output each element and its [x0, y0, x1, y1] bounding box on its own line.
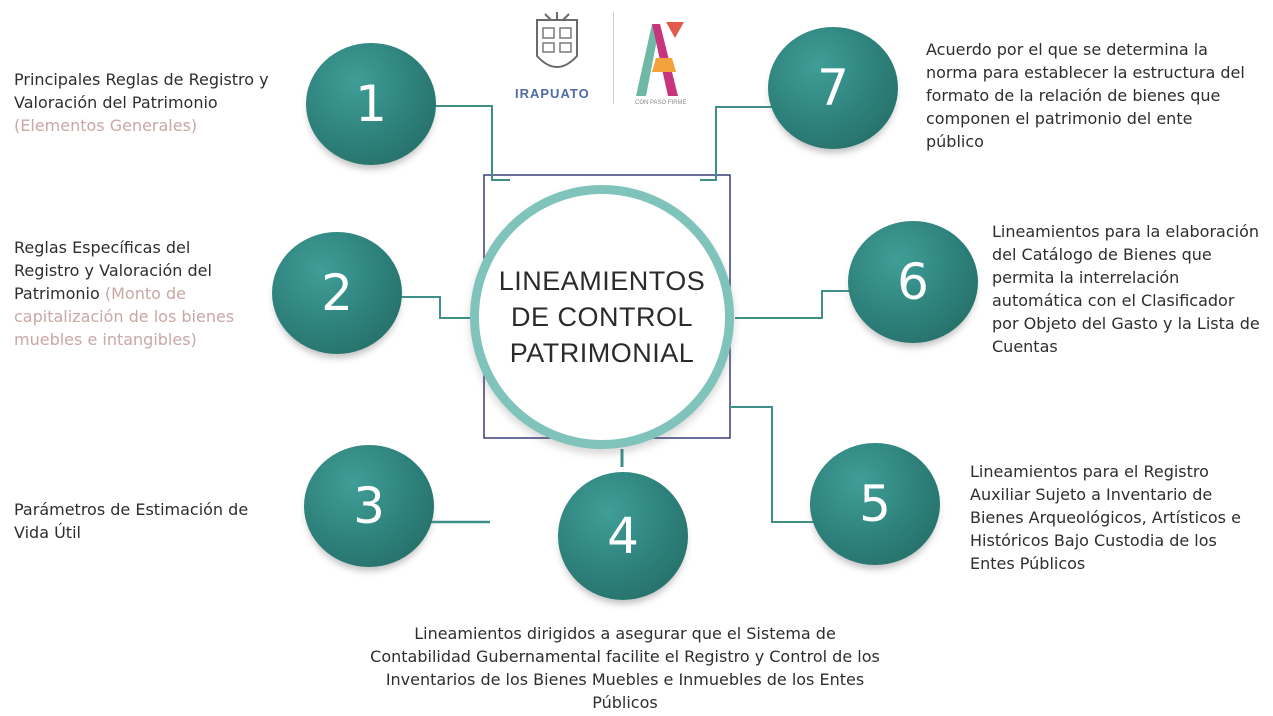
node-1-note: (Elementos Generales)	[14, 116, 198, 135]
irapuato-logo-text: IRAPUATO	[515, 86, 590, 101]
node-7: 7	[768, 27, 898, 149]
connector-7	[700, 106, 782, 181]
node-2: 2	[272, 232, 402, 354]
connector-6	[735, 290, 858, 319]
node-7-label: Acuerdo por el que se determina la norma…	[926, 40, 1245, 151]
node-2-label: Reglas Específicas del Registro y Valora…	[14, 236, 250, 351]
coat-of-arms-icon	[536, 12, 578, 68]
node-2-note: (Monto de capitalización de los bienes m…	[14, 284, 235, 349]
center-circle: LINEAMIENTOS DE CONTROL PATRIMONIAL	[470, 185, 734, 449]
node-6-label: Lineamientos para la elaboración del Cat…	[992, 222, 1260, 356]
logo-divider	[613, 12, 614, 104]
con-paso-firme-text: CON PASO FIRME	[635, 100, 687, 106]
node-6: 6	[848, 221, 978, 343]
center-title-line-2: DE CONTROL	[510, 302, 694, 332]
connector-5	[730, 406, 820, 523]
node-1-text: Principales Reglas de Registro y Valorac…	[14, 70, 269, 112]
node-5: 5	[810, 443, 940, 565]
connector-1	[428, 105, 510, 181]
node-2-text: Reglas Específicas del Registro y Valora…	[14, 238, 212, 303]
center-title-line-3: PATRIMONIAL	[509, 338, 695, 368]
header-logos: IRAPUATO CON PASO FIRME	[515, 12, 710, 110]
node-1: 1	[306, 43, 436, 165]
center-title-line-1: LINEAMIENTOS	[498, 266, 706, 296]
node-3-label: Parámetros de Estimación de Vida Útil	[14, 500, 249, 542]
node-4: 4	[558, 472, 688, 600]
node-3: 3	[304, 445, 434, 567]
node-4-label: Lineamientos dirigidos a asegurar que el…	[370, 624, 880, 712]
node-1-label: Principales Reglas de Registro y Valorac…	[14, 68, 304, 137]
node-5-label: Lineamientos para el Registro Auxiliar S…	[970, 462, 1241, 573]
con-paso-firme-logo-icon	[636, 22, 684, 96]
center-title: LINEAMIENTOS DE CONTROL PATRIMONIAL	[499, 263, 706, 371]
connector-2	[400, 296, 478, 319]
